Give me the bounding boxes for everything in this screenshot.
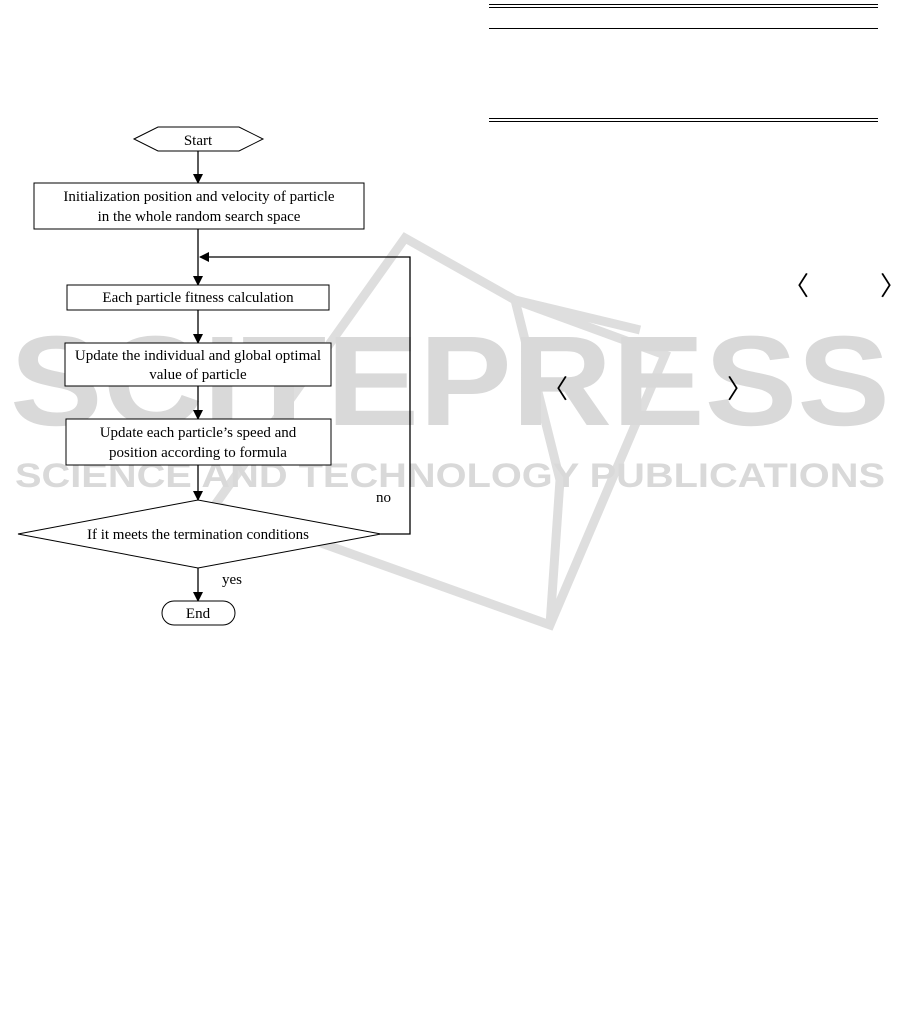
update-optimal-box <box>64 342 332 387</box>
yes-label: yes <box>222 572 242 588</box>
init-label-line2: in the whole random search space <box>98 209 301 225</box>
angle-bracket-right-2: 〉 <box>727 375 754 405</box>
init-process-box <box>33 182 365 230</box>
update-speed-box <box>65 418 332 466</box>
table-top-rule-1 <box>489 4 878 5</box>
angle-bracket-left-2: 〈 <box>542 375 569 405</box>
table-bottom-rule-1 <box>489 118 878 119</box>
update-speed-line2: position according to formula <box>109 445 287 461</box>
angle-bracket-right-1: 〉 <box>880 274 901 300</box>
no-label: no <box>376 490 391 506</box>
table-bottom-rule-2 <box>489 121 878 122</box>
angle-bracket-left-1: 〈 <box>783 272 810 302</box>
update-optimal-line2: value of particle <box>149 367 247 383</box>
init-label-line1: Initialization position and velocity of … <box>63 189 335 205</box>
end-label: End <box>186 606 211 622</box>
end-terminal <box>161 600 236 626</box>
fitness-label: Each particle fitness calculation <box>102 290 294 306</box>
update-speed-line1: Update each particle’s speed and <box>100 425 297 441</box>
loop-back-line <box>199 252 411 535</box>
table-top-rule-2 <box>489 7 878 8</box>
decision-label: If it meets the termination conditions <box>87 527 309 543</box>
table-header-rule <box>489 28 878 29</box>
update-optimal-line1: Update the individual and global optimal <box>75 348 321 364</box>
start-label: Start <box>184 133 213 149</box>
termination-decision <box>17 499 382 569</box>
start-terminal <box>132 126 265 152</box>
fitness-process-box <box>66 284 330 311</box>
